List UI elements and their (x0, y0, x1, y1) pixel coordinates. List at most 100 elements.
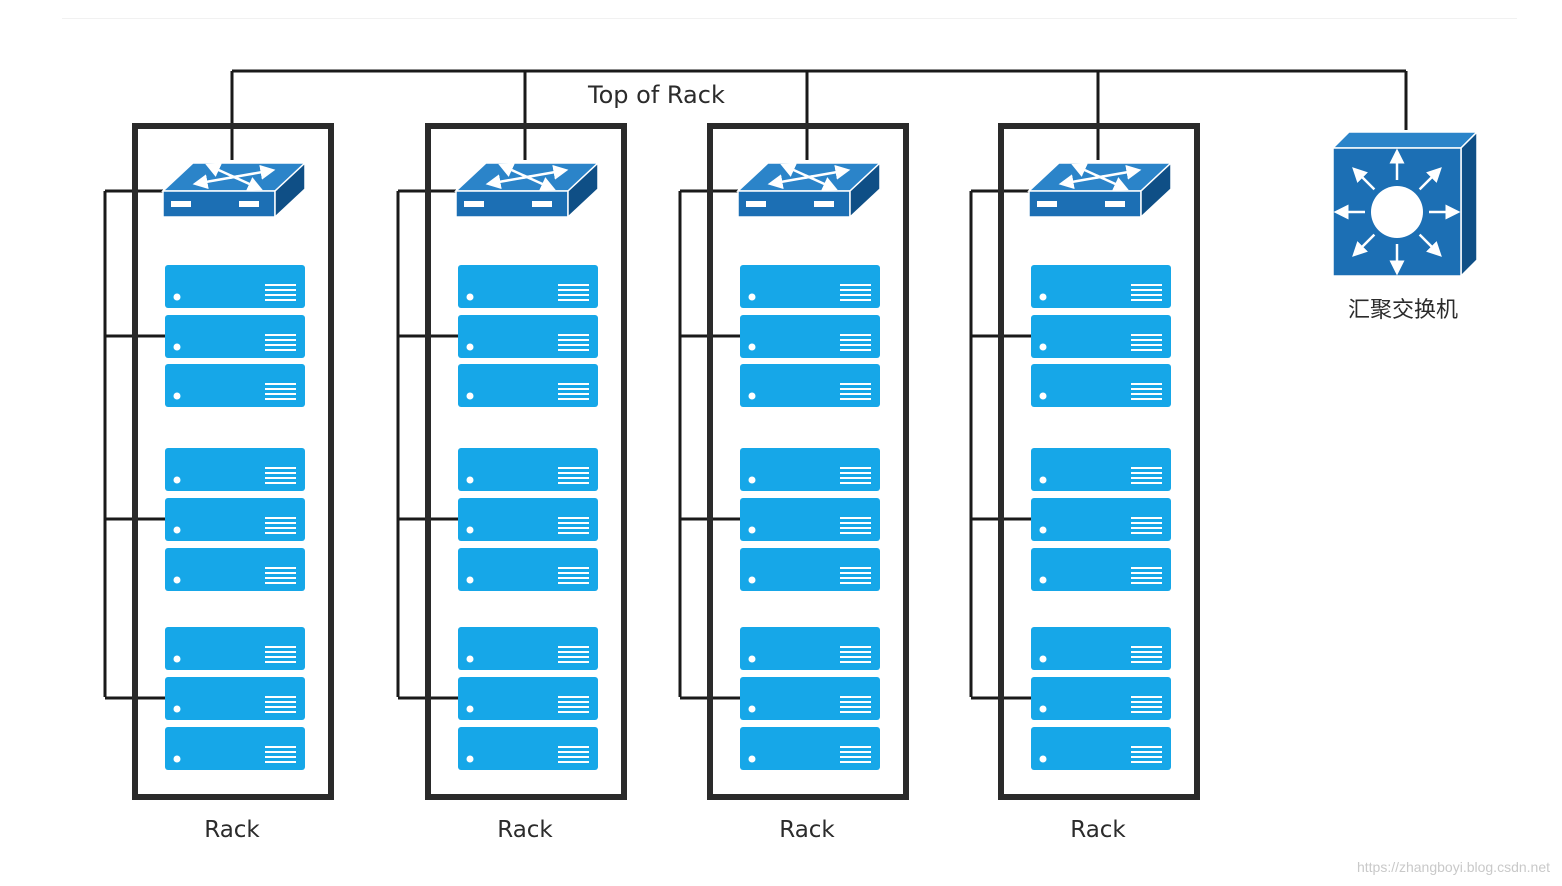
server-body (1031, 677, 1171, 720)
server-led (1039, 293, 1047, 301)
server-body (165, 364, 305, 407)
switch-port (532, 201, 552, 207)
tor-switch-icon (161, 161, 307, 219)
switch-port (171, 201, 191, 207)
server-body (740, 627, 880, 670)
server-body (1031, 364, 1171, 407)
switch-arrow (805, 174, 838, 191)
racks-group (132, 123, 1200, 800)
server-body (1031, 727, 1171, 770)
server-body (1031, 448, 1171, 491)
agg-hub (1371, 186, 1423, 238)
rack-frame (707, 123, 909, 800)
server-icon (165, 364, 305, 407)
server-led (466, 755, 474, 763)
server-led (173, 526, 181, 534)
server-led (173, 655, 181, 663)
server-icon (165, 548, 305, 591)
rack-1 (132, 123, 334, 800)
header-rule (62, 18, 1517, 19)
server-body (1031, 315, 1171, 358)
switch-port (814, 201, 834, 207)
server-icon (740, 548, 880, 591)
server-body (458, 677, 598, 720)
rack-4 (998, 123, 1200, 800)
server-icon (740, 677, 880, 720)
server-body (458, 727, 598, 770)
server-led (1039, 655, 1047, 663)
server-led (748, 576, 756, 584)
aggregation-switch-label: 汇聚交换机 (1347, 298, 1458, 323)
switch-arrow (230, 174, 263, 191)
server-led (173, 476, 181, 484)
server-icon (458, 448, 598, 491)
switch-port (1037, 201, 1057, 207)
server-body (1031, 627, 1171, 670)
switch-side-face (567, 161, 599, 219)
server-icon (1031, 498, 1171, 541)
server-body (165, 627, 305, 670)
server-icon (740, 315, 880, 358)
rack-2 (425, 123, 627, 800)
server-icon (1031, 448, 1171, 491)
server-led (748, 755, 756, 763)
server-icon (458, 727, 598, 770)
rack-label-1: Rack (204, 817, 260, 843)
server-led (466, 526, 474, 534)
rack-label-2: Rack (497, 817, 553, 843)
switch-port (464, 201, 484, 207)
server-led (1039, 705, 1047, 713)
server-led (1039, 526, 1047, 534)
server-icon (165, 265, 305, 308)
server-body (740, 727, 880, 770)
server-led (466, 655, 474, 663)
server-led (466, 392, 474, 400)
server-icon (165, 727, 305, 770)
server-body (458, 548, 598, 591)
server-body (458, 448, 598, 491)
server-icon (1031, 548, 1171, 591)
server-led (173, 576, 181, 584)
server-body (165, 548, 305, 591)
switch-arrow (1096, 174, 1129, 191)
server-body (165, 448, 305, 491)
rack-label-4: Rack (1070, 817, 1126, 843)
server-icon (1031, 315, 1171, 358)
server-body (740, 448, 880, 491)
server-icon (165, 498, 305, 541)
server-icon (458, 364, 598, 407)
server-icon (740, 265, 880, 308)
server-icon (1031, 364, 1171, 407)
server-body (165, 265, 305, 308)
server-led (748, 293, 756, 301)
switch-port (239, 201, 259, 207)
server-icon (740, 498, 880, 541)
server-icon (165, 315, 305, 358)
server-led (1039, 476, 1047, 484)
server-led (748, 655, 756, 663)
server-body (458, 315, 598, 358)
server-led (1039, 755, 1047, 763)
aggregation-switch-icon (1331, 130, 1479, 278)
server-body (458, 364, 598, 407)
server-icon (458, 498, 598, 541)
agg-arrow (1352, 233, 1376, 257)
server-icon (740, 364, 880, 407)
rack-frame (425, 123, 627, 800)
rack-label-3: Rack (779, 817, 835, 843)
server-body (740, 548, 880, 591)
server-led (466, 343, 474, 351)
rack-frame (132, 123, 334, 800)
server-body (458, 627, 598, 670)
server-led (1039, 576, 1047, 584)
server-icon (458, 627, 598, 670)
switch-port (1105, 201, 1125, 207)
server-icon (165, 677, 305, 720)
server-led (173, 293, 181, 301)
server-led (1039, 343, 1047, 351)
top-of-rack-label: Top of Rack (588, 81, 725, 109)
server-body (740, 265, 880, 308)
switch-side-face (1140, 161, 1172, 219)
server-body (1031, 498, 1171, 541)
agg-side-face (1460, 130, 1478, 278)
